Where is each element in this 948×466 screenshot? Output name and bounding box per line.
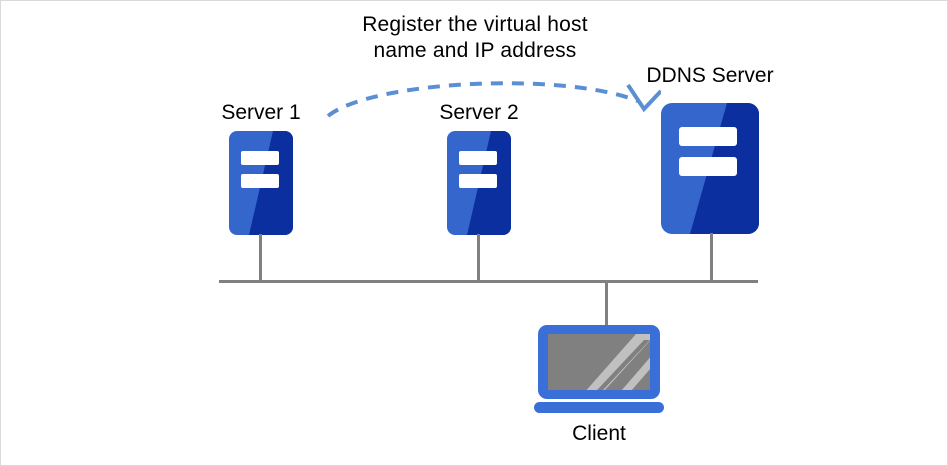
server-icon: [229, 131, 293, 235]
ddns-server-label: DDNS Server: [646, 64, 774, 87]
server2-label: Server 2: [439, 101, 519, 124]
laptop-icon: [532, 324, 666, 414]
client-label: Client: [572, 422, 626, 445]
server1-label: Server 1: [221, 101, 301, 124]
client-drop-line: [605, 282, 608, 327]
annotation-line-2: name and IP address: [373, 39, 577, 63]
server1-drop-line: [259, 234, 262, 281]
network-bus-line: [219, 280, 758, 283]
annotation-line-1: Register the virtual host: [362, 13, 588, 36]
ddns-server-drop-line: [710, 233, 713, 281]
server-icon: [661, 103, 759, 234]
register-annotation-text: Register the virtual host name and IP add…: [1, 12, 947, 65]
server2-drop-line: [477, 234, 480, 281]
server-icon: [447, 131, 511, 235]
